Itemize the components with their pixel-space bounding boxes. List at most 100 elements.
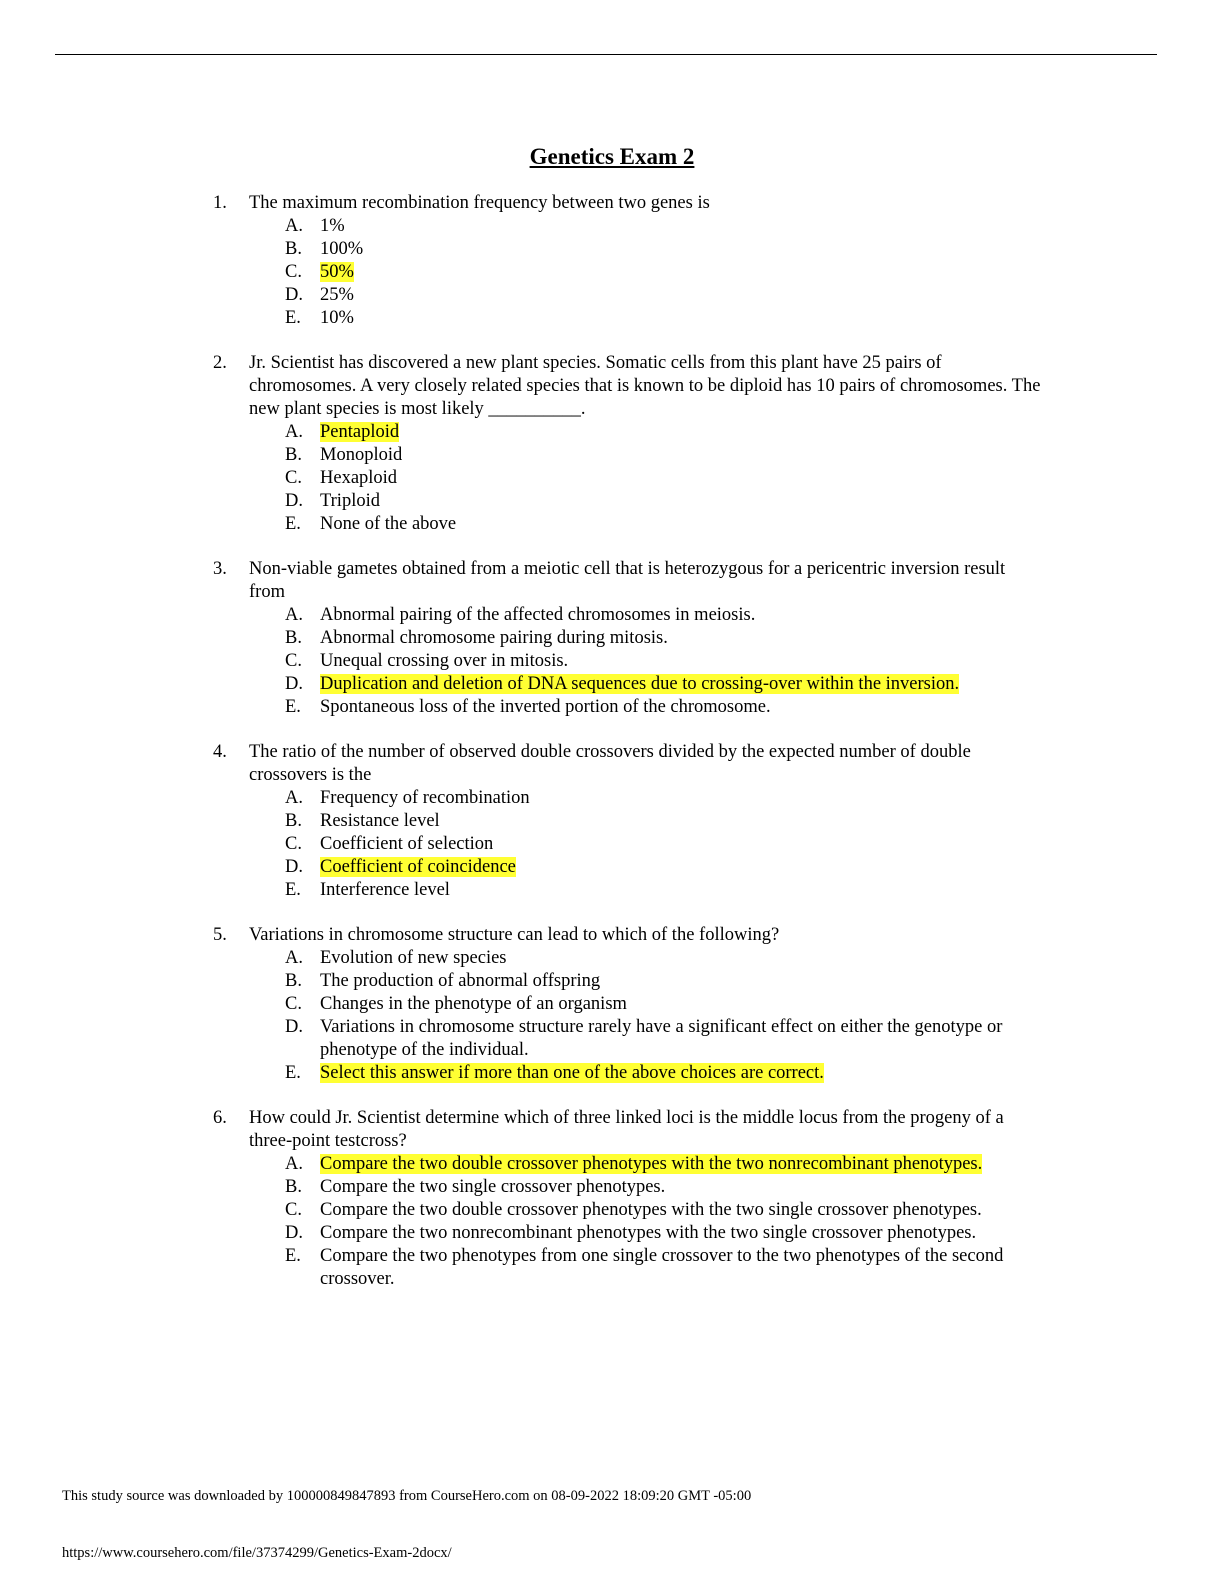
option-letter: A. xyxy=(285,948,303,968)
question-text: Non-viable gametes obtained from a meiot… xyxy=(249,559,1006,602)
option-letter: C. xyxy=(285,651,302,671)
question-number: 1. xyxy=(213,193,227,213)
answer-option: A. Frequency of recombination xyxy=(249,787,1043,810)
option-letter: E. xyxy=(285,308,301,328)
question-2: 2. Jr. Scientist has discovered a new pl… xyxy=(213,352,1043,536)
option-letter: E. xyxy=(285,1246,301,1266)
answer-option: C. Unequal crossing over in mitosis. xyxy=(249,650,1043,673)
download-source-notice: This study source was downloaded by 1000… xyxy=(62,1488,752,1504)
answer-option: A. Evolution of new species xyxy=(249,947,1043,970)
answer-option: E. Select this answer if more than one of… xyxy=(249,1062,1043,1085)
option-text: Monoploid xyxy=(320,445,403,465)
option-letter: D. xyxy=(285,285,303,305)
option-text: Compare the two double crossover phenoty… xyxy=(320,1200,982,1220)
question-number: 3. xyxy=(213,559,227,579)
question-text: The maximum recombination frequency betw… xyxy=(249,193,710,213)
answer-option: C. Compare the two double crossover pheno… xyxy=(249,1199,1043,1222)
option-text: Compare the two nonrecombinant phenotype… xyxy=(320,1223,977,1243)
answer-options: A. Evolution of new species B. The product… xyxy=(249,947,1043,1085)
answer-option: D.Variations in chromosome structure rar… xyxy=(249,1016,1043,1062)
option-letter: B. xyxy=(285,971,302,991)
answer-option: E. 10% xyxy=(249,307,1043,330)
answer-option: E. Compare the two phenotypes from one si… xyxy=(249,1245,1043,1291)
option-text: Hexaploid xyxy=(320,468,398,488)
option-letter: E. xyxy=(285,514,301,534)
option-letter: B. xyxy=(285,445,302,465)
highlighted-answer-text: Compare the two double crossover phenoty… xyxy=(320,1154,983,1174)
option-letter: D. xyxy=(285,1223,303,1243)
question-4: 4. The ratio of the number of observed d… xyxy=(213,741,1043,902)
option-text: Variations in chromosome structure rarel… xyxy=(320,1017,1003,1060)
question-3: 3. Non-viable gametes obtained from a me… xyxy=(213,558,1043,719)
question-6: 6. How could Jr. Scientist determine whi… xyxy=(213,1107,1043,1291)
option-text: Frequency of recombination xyxy=(320,788,530,808)
answer-option: B. Compare the two single crossover pheno… xyxy=(249,1176,1043,1199)
answer-option: B. 100% xyxy=(249,238,1043,261)
answer-option: E. Interference level xyxy=(249,879,1043,902)
option-letter: A. xyxy=(285,422,303,442)
answer-option: D. 25% xyxy=(249,284,1043,307)
option-text: 10% xyxy=(320,308,354,328)
option-text: 25% xyxy=(320,285,354,305)
option-text: The production of abnormal offspring xyxy=(320,971,601,991)
option-letter: D. xyxy=(285,491,303,511)
question-text: The ratio of the number of observed doub… xyxy=(249,742,971,785)
option-text: Compare the two single crossover phenoty… xyxy=(320,1177,666,1197)
option-letter: A. xyxy=(285,1154,303,1174)
option-text: Coefficient of selection xyxy=(320,834,494,854)
highlighted-answer-text: Coefficient of coincidence xyxy=(320,857,516,877)
option-letter: C. xyxy=(285,468,302,488)
option-letter: C. xyxy=(285,1200,302,1220)
answer-options: A. Abnormal pairing of the affected chrom… xyxy=(249,604,1043,719)
option-letter: D. xyxy=(285,674,303,694)
answer-option: B. The production of abnormal offspring xyxy=(249,970,1043,993)
highlighted-answer-text: Duplication and deletion of DNA sequence… xyxy=(320,674,960,694)
option-letter: D. xyxy=(285,857,303,877)
option-text: 100% xyxy=(320,239,364,259)
option-letter: C. xyxy=(285,994,302,1014)
answer-option: C. Hexaploid xyxy=(249,467,1043,490)
option-letter: B. xyxy=(285,811,302,831)
question-number: 2. xyxy=(213,353,227,373)
option-text: Interference level xyxy=(320,880,450,900)
option-text: Compare the two phenotypes from one sing… xyxy=(320,1246,1004,1289)
option-text: Unequal crossing over in mitosis. xyxy=(320,651,569,671)
option-text: Triploid xyxy=(320,491,380,511)
answer-option: C. 50% xyxy=(249,261,1043,284)
highlighted-answer-text: Select this answer if more than one of t… xyxy=(320,1063,824,1083)
question-text: Variations in chromosome structure can l… xyxy=(249,925,780,945)
answer-option: A. Abnormal pairing of the affected chrom… xyxy=(249,604,1043,627)
highlighted-answer-text: 50% xyxy=(320,262,354,282)
option-text: Changes in the phenotype of an organism xyxy=(320,994,627,1014)
answer-option: A. Pentaploid xyxy=(249,421,1043,444)
option-letter: B. xyxy=(285,628,302,648)
answer-option: C.Coefficient of selection xyxy=(249,833,1043,856)
option-letter: C. xyxy=(285,262,302,282)
option-text: Abnormal pairing of the affected chromos… xyxy=(320,605,756,625)
answer-option: B. Monoploid xyxy=(249,444,1043,467)
answer-option: A. Compare the two double crossover pheno… xyxy=(249,1153,1043,1176)
question-number: 6. xyxy=(213,1108,227,1128)
option-letter: B. xyxy=(285,1177,302,1197)
option-text: Evolution of new species xyxy=(320,948,507,968)
answer-option: B.Abnormal chromosome pairing during mit… xyxy=(249,627,1043,650)
answer-option: E. None of the above xyxy=(249,513,1043,536)
answer-options: A.Frequency of recombination B.Resistanc… xyxy=(249,787,1043,902)
answer-option: C. Changes in the phenotype of an organis… xyxy=(249,993,1043,1016)
question-number: 4. xyxy=(213,742,227,762)
option-text: None of the above xyxy=(320,514,457,534)
option-letter: A. xyxy=(285,605,303,625)
answer-option: D. Triploid xyxy=(249,490,1043,513)
option-letter: E. xyxy=(285,1063,301,1083)
question-text: How could Jr. Scientist determine which … xyxy=(249,1108,1004,1151)
option-text: Spontaneous loss of the inverted portion… xyxy=(320,697,771,717)
option-letter: E. xyxy=(285,697,301,717)
option-letter: B. xyxy=(285,239,302,259)
highlighted-answer-text: Pentaploid xyxy=(320,422,400,442)
question-list: 1. The maximum recombination frequency b… xyxy=(213,192,1043,1313)
option-letter: E. xyxy=(285,880,301,900)
option-letter: A. xyxy=(285,788,303,808)
question-number: 5. xyxy=(213,925,227,945)
option-letter: A. xyxy=(285,216,303,236)
answer-options: A.1% B.100% C.50% D.25% E.10% xyxy=(249,215,1043,330)
